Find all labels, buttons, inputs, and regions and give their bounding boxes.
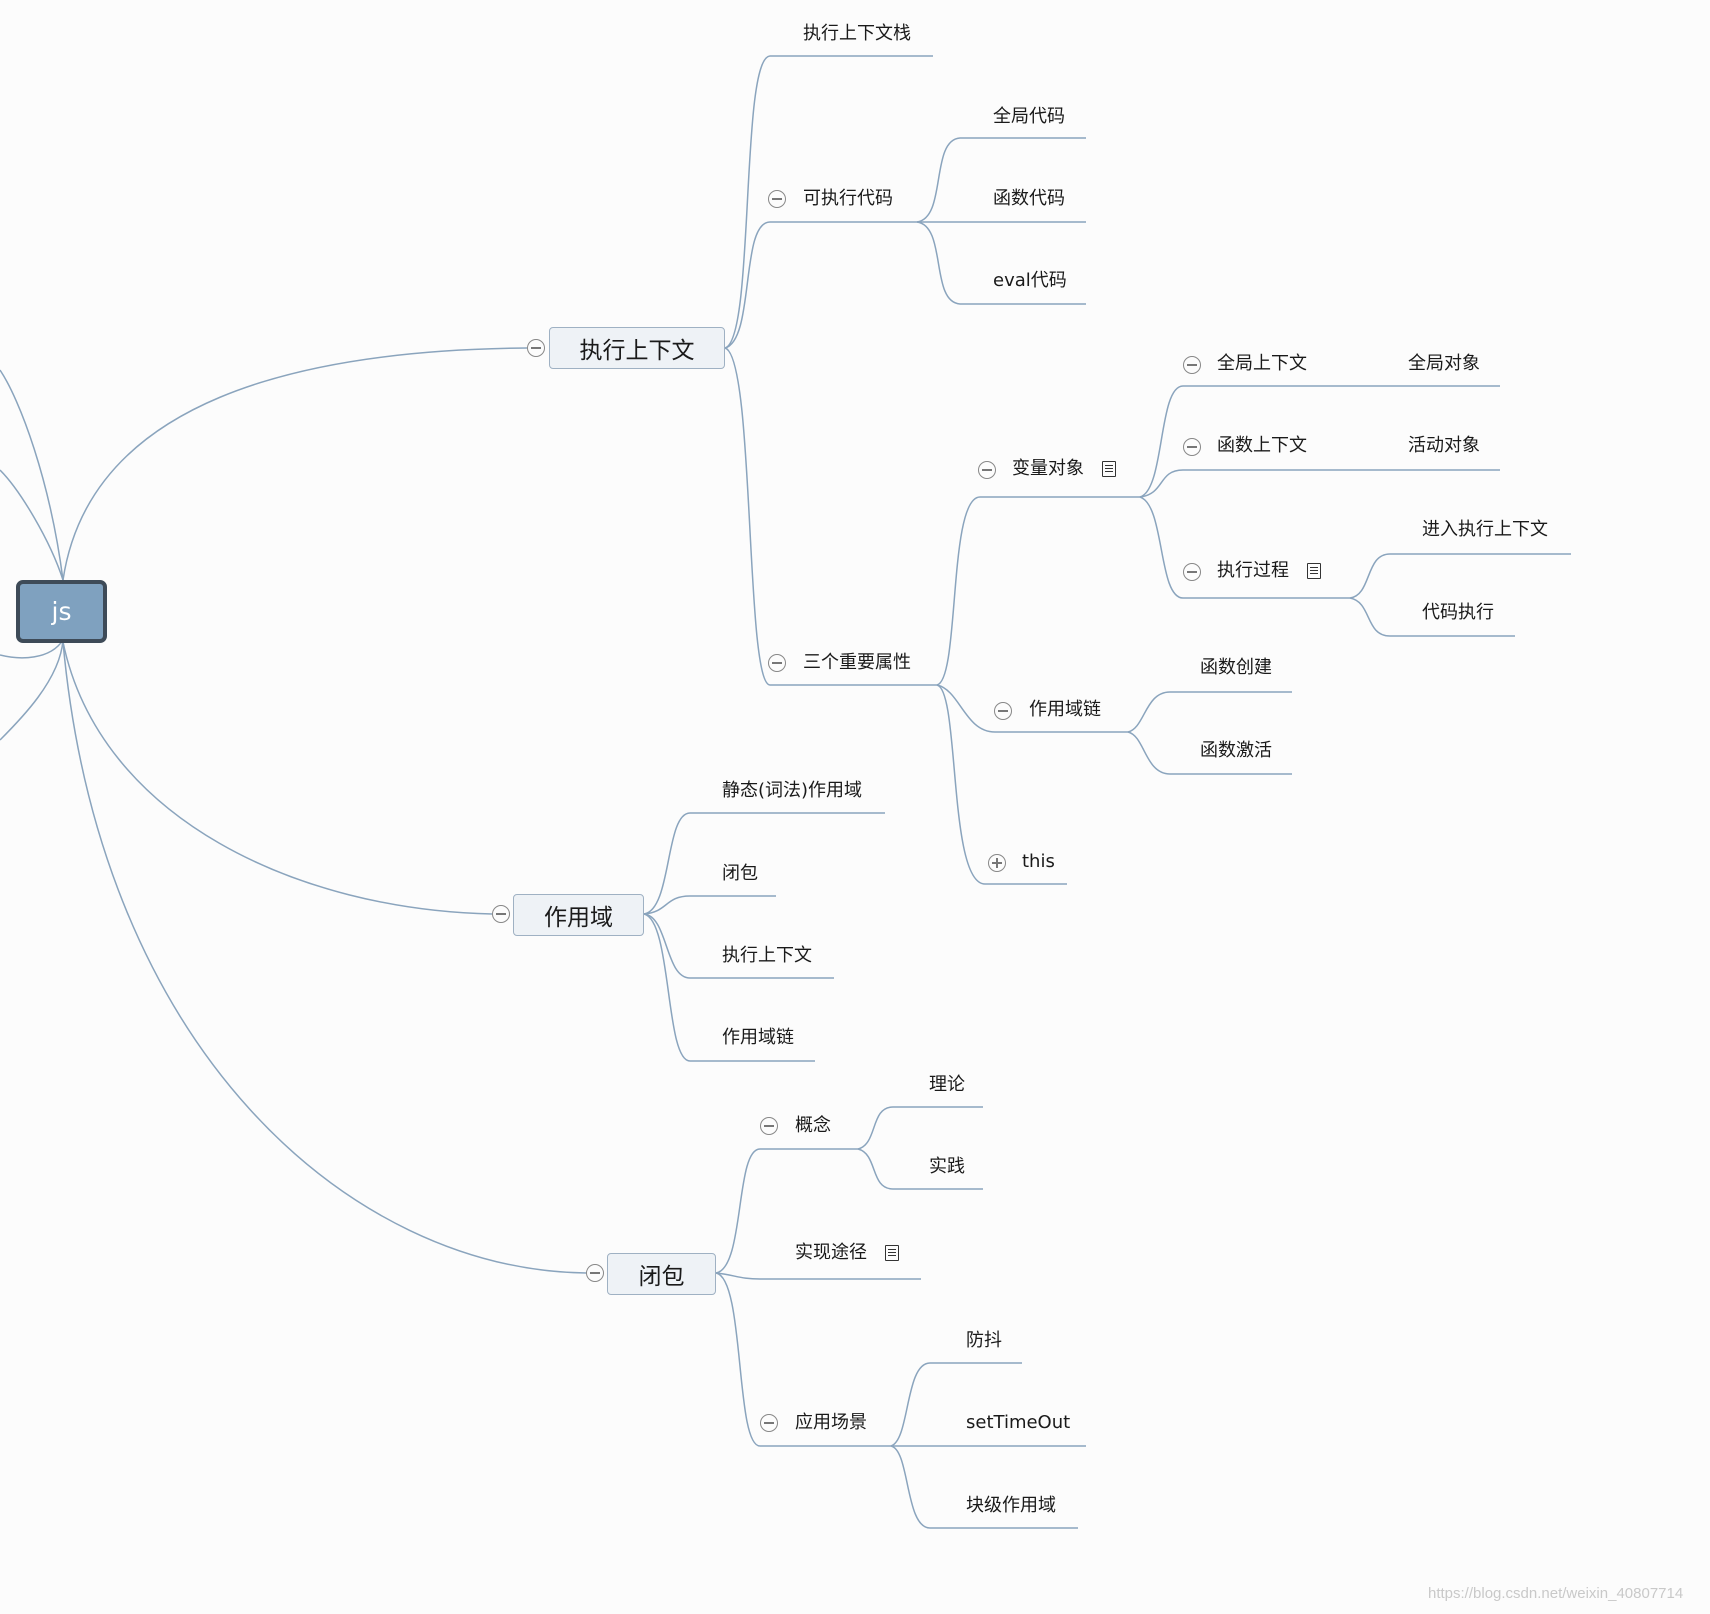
link (890, 1362, 1022, 1447)
collapse-toggle-icon[interactable] (1183, 356, 1201, 374)
collapse-toggle-icon[interactable] (1183, 563, 1201, 581)
link-offscreen (0, 469, 64, 581)
node-activation-object[interactable]: 活动对象 (1408, 435, 1480, 456)
collapse-toggle-icon[interactable] (760, 1117, 778, 1135)
link (715, 1148, 858, 1274)
link (643, 913, 815, 1062)
link (1139, 385, 1500, 498)
note-icon[interactable] (1307, 563, 1321, 579)
link (857, 1148, 983, 1190)
root-label: js (51, 597, 72, 626)
collapse-toggle-icon[interactable] (586, 1264, 604, 1282)
node-execution-process[interactable]: 执行过程 (1217, 560, 1289, 581)
node-this[interactable]: this (1022, 851, 1055, 872)
collapse-toggle-icon[interactable] (1183, 438, 1201, 456)
node-code-run[interactable]: 代码执行 (1422, 602, 1494, 623)
node-function-activate[interactable]: 函数激活 (1200, 740, 1272, 761)
node-three-props[interactable]: 三个重要属性 (803, 652, 911, 673)
node-debounce[interactable]: 防抖 (966, 1330, 1002, 1351)
collapse-toggle-icon[interactable] (527, 339, 545, 357)
link (715, 1272, 891, 1447)
node-block-scope[interactable]: 块级作用域 (966, 1495, 1056, 1516)
note-icon[interactable] (1102, 461, 1116, 477)
collapse-toggle-icon[interactable] (768, 654, 786, 672)
link-offscreen (0, 369, 64, 581)
link-offscreen (0, 639, 64, 659)
collapse-toggle-icon[interactable] (768, 190, 786, 208)
node-variable-object[interactable]: 变量对象 (1012, 458, 1084, 479)
topic-scope[interactable]: 作用域 (513, 894, 644, 936)
node-global-context[interactable]: 全局上下文 (1217, 353, 1307, 374)
note-icon[interactable] (885, 1245, 899, 1261)
node-enter-context[interactable]: 进入执行上下文 (1422, 519, 1548, 540)
link (1139, 469, 1500, 498)
node-closure[interactable]: 闭包 (722, 863, 758, 884)
link (916, 221, 1086, 305)
watermark: https://blog.csdn.net/weixin_40807714 (1428, 1585, 1684, 1602)
link (715, 1272, 921, 1280)
node-function-context[interactable]: 函数上下文 (1217, 435, 1307, 456)
node-theory[interactable]: 理论 (929, 1074, 965, 1095)
node-executable-code[interactable]: 可执行代码 (803, 188, 893, 209)
link (724, 221, 917, 349)
link (1349, 597, 1515, 637)
link-offscreen (0, 639, 64, 741)
link (643, 812, 885, 915)
link (643, 913, 834, 979)
node-eval-code[interactable]: eval代码 (993, 270, 1067, 291)
node-function-code[interactable]: 函数代码 (993, 188, 1065, 209)
node-concept[interactable]: 概念 (795, 1115, 831, 1136)
root-node[interactable]: js (16, 580, 107, 643)
collapse-toggle-icon[interactable] (492, 905, 510, 923)
link (1349, 553, 1571, 599)
node-use-cases[interactable]: 应用场景 (795, 1412, 867, 1433)
link-root-exec (62, 347, 528, 581)
link (724, 55, 933, 349)
link (1139, 496, 1350, 599)
node-practice[interactable]: 实践 (929, 1156, 965, 1177)
node-scope-chain[interactable]: 作用域链 (1029, 699, 1101, 720)
link (916, 137, 1086, 223)
node-exec-context[interactable]: 执行上下文 (722, 945, 812, 966)
node-context-stack[interactable]: 执行上下文栈 (803, 23, 911, 44)
node-global-code[interactable]: 全局代码 (993, 106, 1065, 127)
link-root-scope (62, 641, 493, 915)
link (857, 1106, 983, 1150)
topic-exec-context[interactable]: 执行上下文 (549, 327, 725, 369)
node-scope-chain-ref[interactable]: 作用域链 (722, 1027, 794, 1048)
link (1127, 731, 1292, 775)
topic-closure[interactable]: 闭包 (607, 1253, 716, 1295)
node-settimeout[interactable]: setTimeOut (966, 1412, 1071, 1433)
expand-toggle-icon[interactable] (988, 854, 1006, 872)
link (936, 684, 1128, 733)
link (890, 1445, 1078, 1529)
link (936, 684, 1067, 885)
link (724, 347, 937, 686)
collapse-toggle-icon[interactable] (978, 461, 996, 479)
link (1127, 691, 1292, 733)
link (643, 895, 776, 915)
node-implementation[interactable]: 实现途径 (795, 1242, 867, 1263)
collapse-toggle-icon[interactable] (994, 702, 1012, 720)
node-function-create[interactable]: 函数创建 (1200, 657, 1272, 678)
link-root-closure (62, 641, 587, 1274)
node-global-object[interactable]: 全局对象 (1408, 353, 1480, 374)
collapse-toggle-icon[interactable] (760, 1414, 778, 1432)
node-static-scope[interactable]: 静态(词法)作用域 (722, 780, 863, 801)
link (936, 496, 1140, 686)
